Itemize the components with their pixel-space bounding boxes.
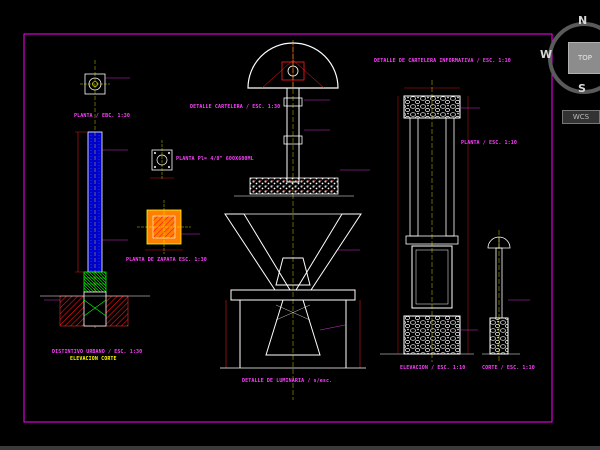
- title-detalle-cartelera-info: DETALLE DE CARTELERA INFORMATIVA / ESC. …: [374, 58, 511, 64]
- luminaria-elevation: [220, 40, 370, 400]
- title-planta-zapata: PLANTA DE ZAPATA ESC. 1:30: [126, 257, 207, 263]
- compass-south[interactable]: S: [578, 82, 586, 95]
- title-elevacion-corte: ELEVACION CORTE: [70, 356, 117, 362]
- wcs-menu[interactable]: WCS: [562, 110, 600, 124]
- bottom-scrollbar[interactable]: [0, 446, 600, 450]
- title-detalle-luminaria: DETALLE DE LUMINARIA / s/esc.: [242, 378, 333, 384]
- title-corte: CORTE / ESC. 1:10: [482, 365, 535, 371]
- title-planta-esc-right: PLANTA / ESC. 1:10: [461, 140, 517, 146]
- cartelera-informativa: [380, 80, 530, 362]
- distintivo-column: [40, 60, 150, 330]
- sheet-frame: [23, 33, 553, 423]
- title-elevacion: ELEVACION / ESC. 1:10: [400, 365, 466, 371]
- compass-west[interactable]: W: [540, 48, 553, 61]
- compass-north[interactable]: N: [578, 14, 588, 27]
- title-planta-ebc: PLANTA / EBC. 1:30: [74, 113, 130, 119]
- title-planta-plancha: PLANTA Pl= 4/8" 600X600ML: [176, 156, 254, 162]
- title-distintivo: DISTINTIVO URBANO / ESC. 1:30: [52, 349, 143, 355]
- title-detalle-cartelera: DETALLE CARTELERA / ESC. 1:30: [190, 104, 281, 110]
- plancha-zapata-plans: [137, 140, 200, 254]
- viewcube-ring[interactable]: [538, 12, 600, 132]
- viewcube-top-face[interactable]: TOP: [568, 42, 600, 74]
